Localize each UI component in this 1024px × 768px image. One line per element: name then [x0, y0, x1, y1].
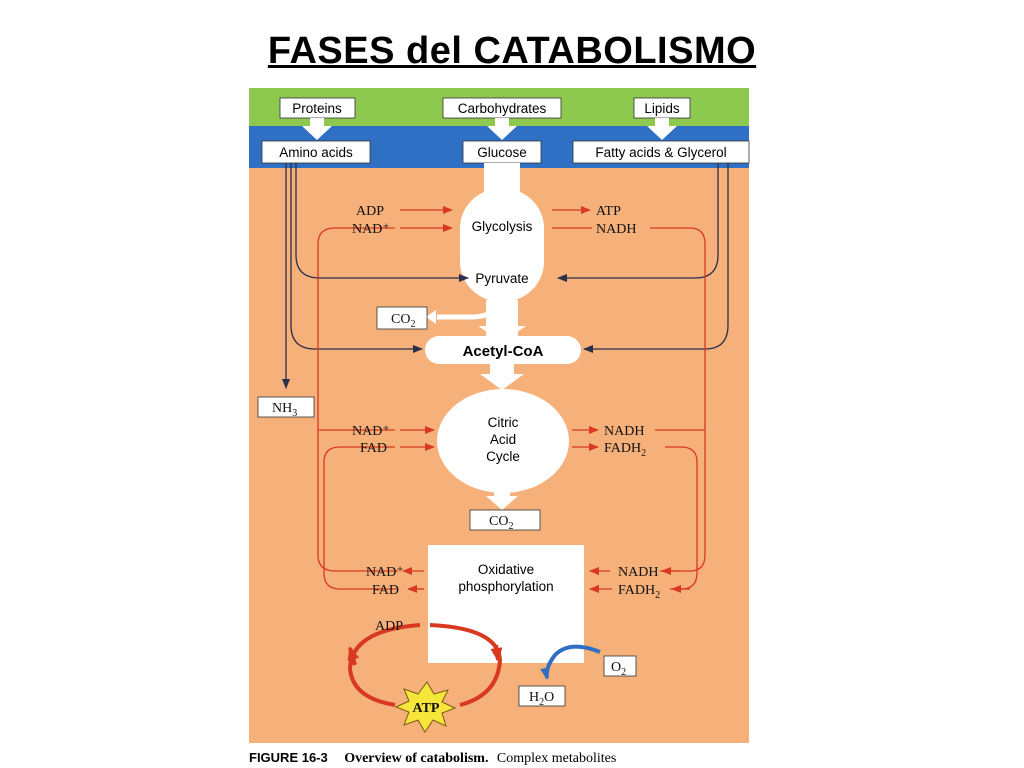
citric-line3: Cycle	[486, 449, 520, 464]
fatty-to-pyruvate-line	[557, 163, 719, 282]
amino-acids-box	[261, 140, 371, 164]
glycolysis-nad-label: NAD⁺	[352, 222, 390, 237]
amino-to-pyruvate-line	[295, 163, 469, 282]
page-title: FASES del CATABOLISMO	[267, 30, 757, 72]
co2-branch-arrowhead	[426, 310, 436, 324]
atp-star-label: ATP	[413, 701, 440, 716]
glycolysis-shape	[460, 188, 544, 302]
oxidative-line1: Oxidative	[478, 562, 534, 577]
h2o-label: H2O	[529, 690, 554, 708]
carbohydrates-label: Carbohydrates	[458, 101, 547, 116]
co2-branch-arrow	[437, 304, 497, 320]
citric-fad-label: FAD	[360, 441, 387, 456]
citric-down-arrow	[486, 496, 518, 510]
left-fad-loop	[323, 446, 398, 590]
o2-box	[603, 655, 637, 677]
left-nad-loop	[317, 227, 398, 572]
adp-atp-cycle-left-arrow	[347, 646, 360, 666]
atp-star	[394, 681, 457, 733]
o2-label: O2	[611, 660, 626, 678]
glycolysis-nadh-label: NADH	[596, 222, 636, 237]
adp-atp-cycle-right-arrow	[490, 644, 503, 662]
citric-acid-cycle-shape	[437, 389, 569, 493]
glycolysis-label: Glycolysis	[472, 219, 533, 234]
glycolysis-atp-label: ATP	[596, 204, 621, 219]
nh3-label: NH3	[272, 401, 297, 419]
h2o-box	[518, 685, 566, 707]
citric-nad-label: NAD⁺	[352, 424, 390, 439]
glucose-label: Glucose	[477, 145, 527, 160]
oxphos-nad-label: NAD⁺	[366, 565, 404, 580]
acetyl-coa-label: Acetyl-CoA	[463, 343, 544, 360]
o2-to-h2o-arrow	[540, 644, 601, 680]
cycle-adp-label: ADP	[375, 619, 403, 634]
co2-box-top	[376, 306, 428, 330]
glycolysis-adp-label: ADP	[356, 204, 384, 219]
citric-nadh-label: NADH	[604, 424, 644, 439]
citric-fadh2-label: FADH2	[604, 441, 646, 459]
acetyl-coa-shape	[425, 336, 581, 364]
citric-to-co2-column	[494, 490, 510, 498]
lipids-down-arrow	[647, 118, 677, 140]
fatty-acids-box	[572, 140, 750, 164]
co2-top-label: CO2	[391, 312, 415, 330]
amino-to-acetyl-line	[290, 163, 423, 353]
oxphos-fadh2-label: FADH2	[618, 583, 660, 601]
figure-caption: FIGURE 16-3 Overview of catabolism. Comp…	[249, 749, 616, 766]
right-fadh-loop	[665, 446, 698, 590]
caption-area	[240, 743, 760, 768]
adp-atp-cycle-left	[347, 623, 421, 707]
oxidative-phosphorylation-box	[428, 545, 584, 663]
citric-line2: Acid	[490, 432, 516, 447]
citric-line1: Citric	[488, 415, 519, 430]
pyruvate-label: Pyruvate	[475, 271, 528, 286]
nh3-box	[257, 396, 315, 418]
oxphos-nadh-label: NADH	[618, 565, 658, 580]
right-nadh-loop	[650, 227, 706, 572]
co2-bottom-label: CO2	[489, 514, 513, 532]
amino-acids-label: Amino acids	[279, 145, 353, 160]
pyruvate-down-arrow	[478, 326, 526, 342]
proteins-label: Proteins	[292, 101, 342, 116]
oxidative-line2: phosphorylation	[458, 579, 553, 594]
fatty-acids-label: Fatty acids & Glycerol	[595, 145, 726, 160]
proteins-down-arrow	[302, 118, 332, 140]
carbohydrates-down-arrow	[487, 118, 517, 140]
acetyl-down-arrow	[480, 374, 524, 390]
oxphos-fad-label: FAD	[372, 583, 399, 598]
lipids-label: Lipids	[644, 101, 680, 116]
co2-box-bottom	[469, 509, 541, 531]
